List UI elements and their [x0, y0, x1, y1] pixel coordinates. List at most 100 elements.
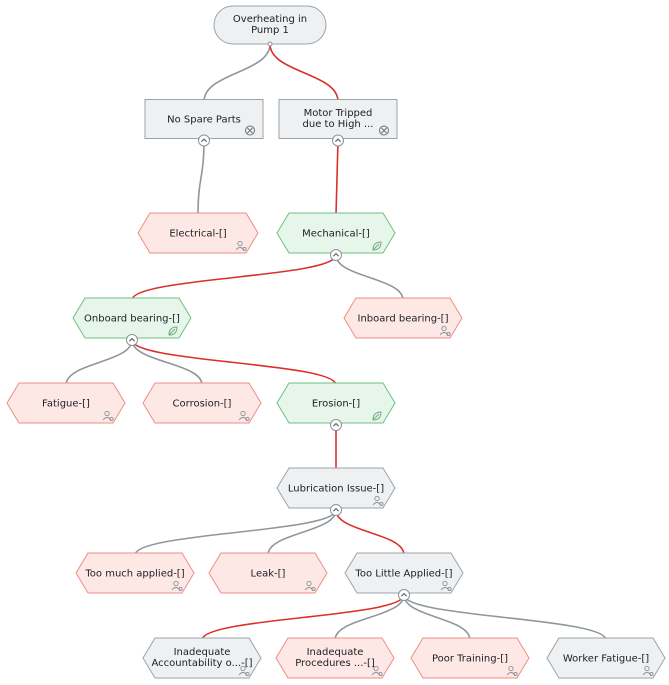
person-icon	[238, 665, 250, 677]
edge-too-little-to-worker-fatigue	[403, 594, 607, 641]
collapse-toggle-icon[interactable]	[330, 249, 342, 261]
collapse-toggle-icon[interactable]	[330, 504, 342, 516]
node-mechanical[interactable]: Mechanical-[]	[276, 212, 396, 254]
node-label: Procedures ...-[]	[295, 658, 375, 669]
node-label: Onboard bearing-[]	[84, 314, 180, 325]
node-label: Inboard bearing-[]	[358, 314, 449, 325]
node-corrosion[interactable]: Corrosion-[]	[142, 382, 262, 424]
edge-mechanical-to-onboard-critical	[131, 254, 337, 301]
collapse-toggle-icon[interactable]	[330, 419, 342, 431]
node-shape	[137, 212, 259, 254]
edge-lubrication-to-leak	[267, 509, 337, 556]
edge-onboard-to-erosion-critical	[131, 339, 337, 386]
person-icon	[238, 410, 250, 422]
connector-dot	[267, 41, 273, 47]
node-shape	[410, 637, 530, 679]
node-label: Worker Fatigue-[]	[563, 654, 649, 665]
node-poor-training[interactable]: Poor Training-[]	[410, 637, 530, 679]
person-icon	[171, 580, 183, 592]
node-no-spare[interactable]: No Spare Parts	[144, 99, 264, 139]
leaf-icon	[372, 411, 382, 421]
node-fatigue[interactable]: Fatigue-[]	[6, 382, 126, 424]
node-label: Inadequate	[174, 647, 231, 658]
edge-mechanical-to-inboard	[335, 254, 404, 301]
node-label: Erosion-[]	[312, 399, 360, 410]
node-label: Accountability o...-[]	[151, 658, 252, 669]
collapse-toggle-icon[interactable]	[126, 334, 138, 346]
person-icon	[372, 495, 384, 507]
close-circle-icon[interactable]	[379, 125, 389, 136]
node-label: Poor Training-[]	[432, 654, 508, 665]
person-icon	[235, 240, 247, 252]
node-shape	[276, 382, 396, 424]
person-icon	[439, 325, 451, 337]
node-shape	[72, 297, 192, 339]
edge-lubrication-to-too-little-critical	[335, 509, 405, 556]
node-label: Leak-[]	[251, 569, 286, 580]
person-icon	[506, 665, 518, 677]
node-too-little[interactable]: Too Little Applied-[]	[344, 552, 464, 594]
close-circle-icon[interactable]	[245, 125, 255, 136]
node-label: Fatigue-[]	[42, 399, 90, 410]
node-label: Pump 1	[251, 25, 289, 36]
node-shape	[6, 382, 126, 424]
node-label: Inadequate	[307, 647, 364, 658]
node-inboard[interactable]: Inboard bearing-[]	[343, 297, 463, 339]
node-shape	[142, 382, 262, 424]
node-shape	[142, 637, 262, 679]
person-icon	[642, 665, 654, 677]
node-leak[interactable]: Leak-[]	[208, 552, 328, 594]
node-too-much[interactable]: Too much applied-[]	[75, 552, 195, 594]
node-shape	[278, 99, 398, 139]
node-label: Too Little Applied-[]	[354, 569, 452, 580]
node-shape	[343, 297, 463, 339]
person-icon	[440, 580, 452, 592]
node-label: Lubrication Issue-[]	[288, 484, 384, 495]
node-shape	[276, 212, 396, 254]
edge-too-little-to-inadequate-acc-critical	[201, 594, 405, 641]
node-label: No Spare Parts	[167, 115, 241, 126]
edge-no-spare-to-electrical	[197, 140, 205, 216]
leaf-icon	[168, 326, 178, 336]
node-shape	[344, 552, 464, 594]
node-label: due to High ...	[303, 119, 374, 130]
node-label: Too much applied-[]	[84, 569, 184, 580]
node-shape	[275, 637, 395, 679]
edge-lubrication-to-too-much	[134, 509, 337, 556]
edges-layer	[65, 43, 607, 641]
node-shape	[546, 637, 666, 679]
person-icon	[102, 410, 114, 422]
node-erosion[interactable]: Erosion-[]	[276, 382, 396, 424]
collapse-toggle-icon[interactable]	[332, 134, 344, 147]
edge-too-little-to-poor-training	[403, 594, 471, 641]
node-label: Corrosion-[]	[173, 399, 232, 410]
node-shape	[144, 99, 264, 139]
collapse-toggle-icon[interactable]	[398, 589, 410, 601]
node-lubrication[interactable]: Lubrication Issue-[]	[276, 467, 396, 509]
node-label: Electrical-[]	[169, 229, 226, 240]
node-label: Motor Tripped	[304, 108, 373, 119]
person-icon	[371, 665, 383, 677]
node-shape	[276, 467, 396, 509]
person-icon	[304, 580, 316, 592]
node-shape	[208, 552, 328, 594]
edge-too-little-to-inadequate-proc	[334, 594, 405, 641]
badges-layer	[126, 41, 410, 601]
node-worker-fatigue[interactable]: Worker Fatigue-[]	[546, 637, 666, 679]
collapse-toggle-icon[interactable]	[198, 134, 210, 147]
node-onboard[interactable]: Onboard bearing-[]	[72, 297, 192, 339]
edge-motor-to-mechanical-critical	[335, 140, 339, 216]
node-label: Mechanical-[]	[302, 229, 370, 240]
edge-onboard-to-fatigue	[65, 339, 133, 386]
node-label: Overheating in	[233, 14, 307, 25]
edge-root-to-motor-critical	[269, 43, 339, 102]
node-electrical[interactable]: Electrical-[]	[137, 212, 259, 254]
node-shape	[75, 552, 195, 594]
edge-onboard-to-corrosion	[131, 339, 203, 386]
